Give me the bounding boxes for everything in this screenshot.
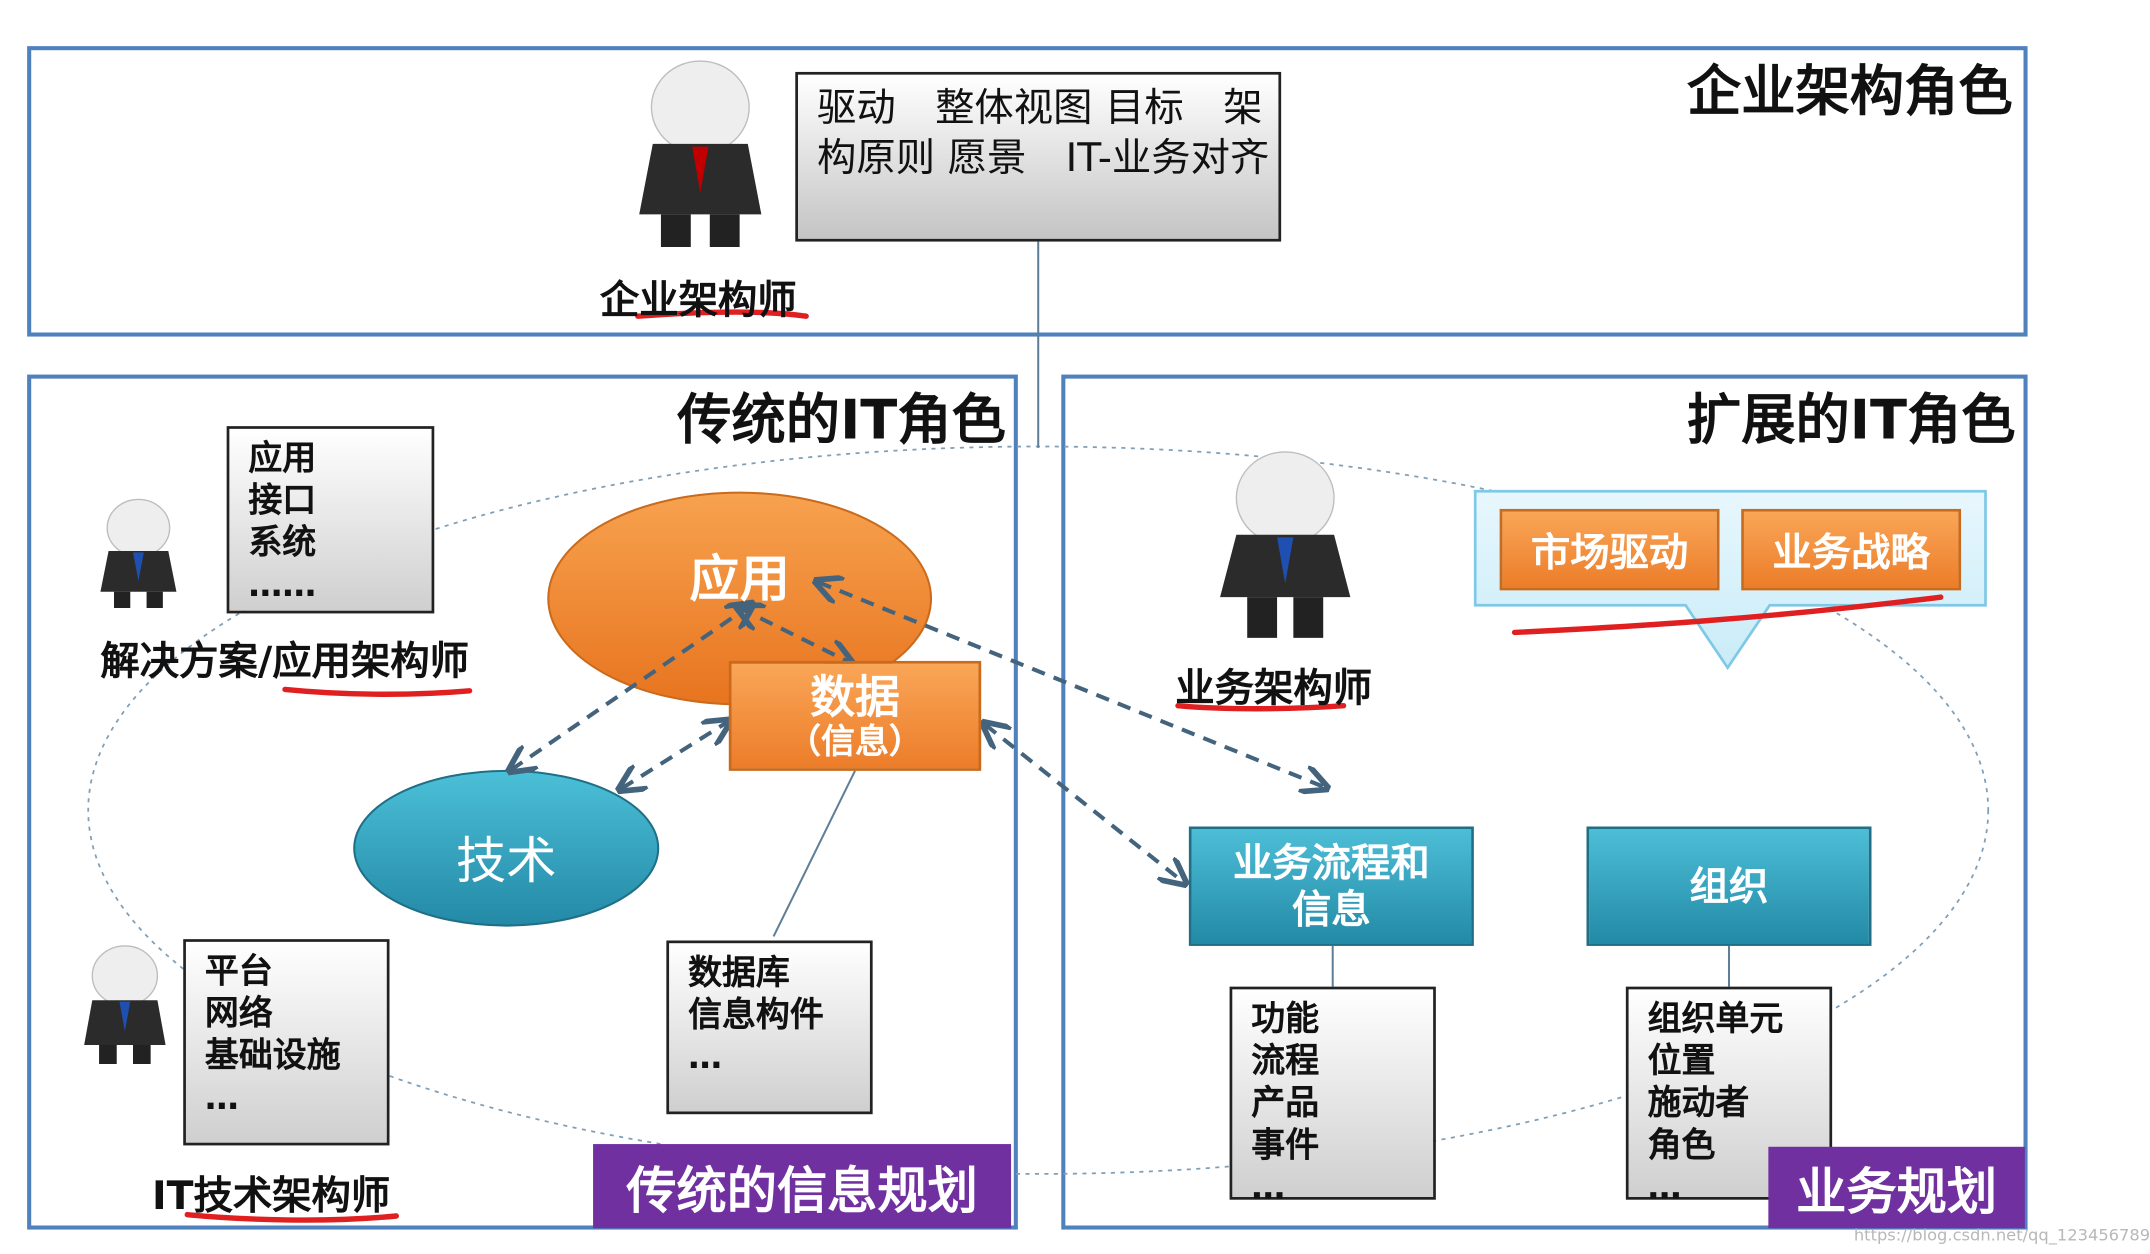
organization-box: 组织: [1586, 826, 1872, 946]
tech-box: 平台 网络 基础设施 …: [183, 939, 390, 1146]
function-box-line: 流程: [1251, 1040, 1320, 1081]
org-unit-box-line: …: [1647, 1167, 1682, 1207]
traditional-it-roles-title: 传统的IT角色: [677, 389, 1006, 452]
solution-architect-figure-icon: [100, 498, 177, 608]
info-line: 目标 架构原则: [816, 84, 1263, 181]
tech-architect-label: IT技术架构师: [152, 1172, 391, 1219]
org-unit-box: 组织单元 位置 施动者 角色 …: [1625, 986, 1833, 1207]
data-box: 数据 （信息）: [728, 660, 982, 771]
tech-oval-label: 技术: [455, 831, 557, 891]
solution-box: 应用 接口 系统 ……: [226, 426, 435, 614]
function-box-line: 事件: [1251, 1125, 1320, 1165]
tech-architect-figure-icon: [84, 945, 166, 1064]
solution-box-line: 系统: [248, 522, 317, 562]
market-driven-button: 市场驱动: [1499, 508, 1720, 591]
data-box-title: 数据: [810, 669, 900, 723]
database-box-line: 信息构件: [688, 994, 824, 1035]
org-unit-box-line: 角色: [1647, 1125, 1716, 1165]
tech-box-line: 基础设施: [204, 1035, 341, 1075]
process-info-line: 业务流程和: [1232, 840, 1430, 887]
enterprise-architect-label: 企业架构师: [599, 276, 797, 323]
tech-box-line: 网络: [204, 993, 273, 1033]
function-box-line: 产品: [1251, 1083, 1320, 1123]
solution-box-line: ……: [248, 564, 317, 604]
function-box-line: 功能: [1251, 998, 1320, 1039]
info-line: 驱动 整体视图: [816, 84, 1093, 131]
business-architect-figure-icon: [1220, 451, 1351, 638]
org-unit-box-line: 施动者: [1647, 1083, 1750, 1123]
solution-box-line: 应用: [248, 438, 317, 478]
enterprise-architect-figure-icon: [639, 60, 762, 247]
extended-it-roles-title: 扩展的IT角色: [1686, 389, 2016, 452]
enterprise-info-box: 驱动 整体视图 目标 架构原则 愿景 IT-业务对齐: [795, 71, 1282, 242]
business-strategy-button: 业务战略: [1741, 508, 1962, 591]
function-box: 功能 流程 产品 事件 …: [1229, 986, 1436, 1207]
tech-box-line: 平台: [204, 951, 273, 991]
solution-box-line: 接口: [248, 480, 317, 520]
org-unit-box-line: 位置: [1647, 1040, 1716, 1081]
business-planning-badge: 业务规划: [1768, 1146, 2025, 1229]
solution-architect-label: 解决方案/应用架构师: [100, 637, 470, 684]
app-oval-label: 应用: [689, 549, 790, 608]
traditional-planning-badge: 传统的信息规划: [593, 1144, 1012, 1229]
data-box-subtitle: （信息）: [787, 721, 923, 761]
watermark: https://blog.csdn.net/qq_123456789: [1853, 1225, 2150, 1245]
enterprise-roles-title: 企业架构角色: [1686, 61, 2013, 124]
tech-box-line: …: [204, 1077, 239, 1117]
database-box-line: 数据库: [688, 952, 790, 993]
function-box-line: …: [1251, 1167, 1286, 1207]
top-panel-frame: [27, 46, 2028, 337]
business-architect-label: 业务架构师: [1175, 665, 1373, 712]
database-box-line: …: [688, 1036, 722, 1077]
process-info-box: 业务流程和 信息: [1188, 826, 1474, 946]
org-unit-box-line: 组织单元: [1647, 998, 1784, 1039]
info-line: 愿景 IT-业务对齐: [947, 134, 1270, 181]
process-info-line: 信息: [1291, 886, 1371, 933]
database-box: 数据库 信息构件 …: [666, 940, 873, 1115]
